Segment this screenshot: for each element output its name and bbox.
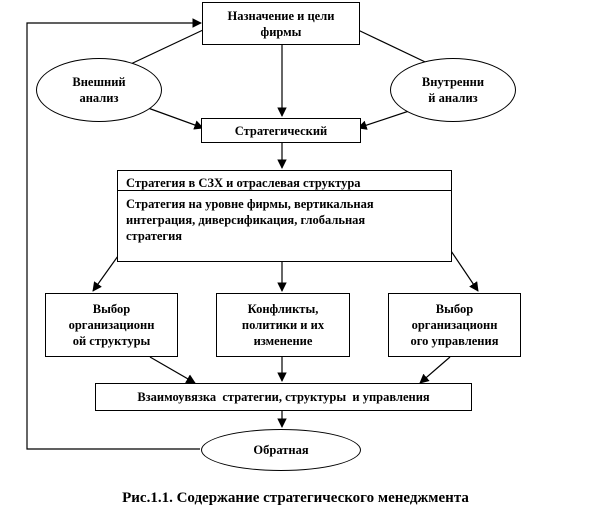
arrow-external-to-strategic [147,107,204,130]
internal-analysis-ellipse: Внутренни й анализ [390,58,516,122]
purpose-box: Назначение и цели фирмы [202,2,360,45]
external-analysis-label: Внешний анализ [72,75,126,105]
arrow-org-structure-to-link [149,356,196,384]
strategy-corporate-row: Стратегия на уровне фирмы, вертикальная … [126,197,374,243]
external-analysis-ellipse: Внешний анализ [36,58,162,122]
internal-analysis-label: Внутренни й анализ [421,75,485,105]
conflicts-box: Конфликты, политики и их изменение [216,293,350,357]
arrow-feedback-loop [26,18,202,450]
strategy-sbu-row: Стратегия в СЗХ и отраслевая структура [118,171,451,191]
arrow-org-management-to-link [419,356,451,384]
conflicts-label: Конфликты, политики и их изменение [241,302,325,348]
org-structure-label: Выбор организационн ой структуры [68,302,155,348]
figure-caption: Рис.1.1. Содержание стратегического мене… [122,490,469,506]
purpose-label: Назначение и цели фирмы [227,8,335,39]
strategic-box: Стратегический [201,118,361,143]
org-management-box: Выбор организационн ого управления [388,293,521,357]
feedback-label: Обратная [253,443,309,457]
strategy-block: Стратегия в СЗХ и отраслевая структура С… [117,170,452,262]
interconnection-box: Взаимоувязка стратегии, структуры и упра… [95,383,472,411]
org-structure-box: Выбор организационн ой структуры [45,293,178,357]
org-management-label: Выбор организационн ого управления [410,302,499,348]
feedback-ellipse: Обратная [201,429,361,471]
strategic-label: Стратегический [234,123,328,138]
interconnection-label: Взаимоувязка стратегии, структуры и упра… [137,390,430,404]
